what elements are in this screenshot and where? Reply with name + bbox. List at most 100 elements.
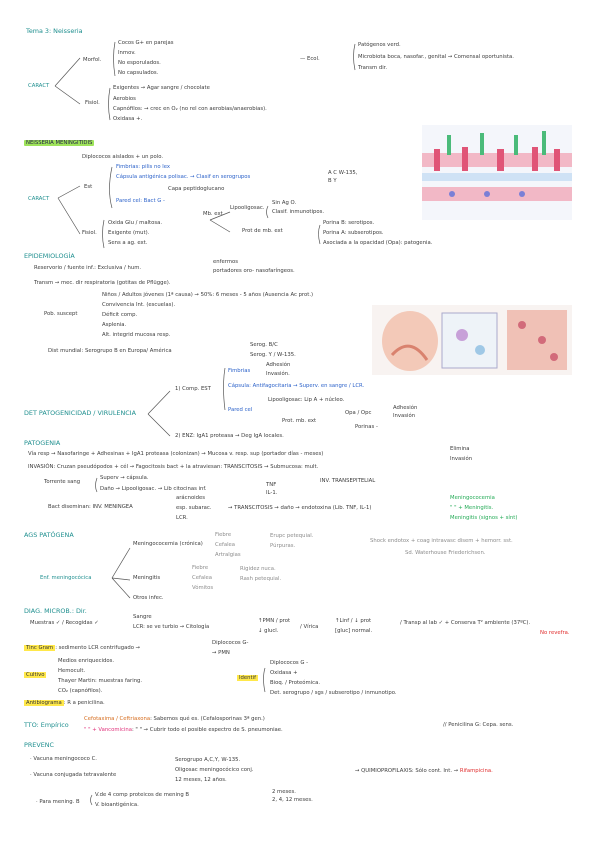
epi-pob-item: Niños / Adultos jóvenes (1ª causa) → 50%… xyxy=(102,292,314,298)
det-capsula: Cápsula: Antifagocitaria → Superv. en sa… xyxy=(228,383,365,389)
nm-capsula: Cápsula antigénica polisac. → Clasif en … xyxy=(116,174,251,180)
tto-penicilina: // Penicilina G: Cepa. sens. xyxy=(443,722,514,728)
diag-identif-item: Oxidasa + xyxy=(270,670,298,676)
epi-pob-item: Alt. integrid mucosa resp. xyxy=(102,332,171,338)
ecol-item: Patógenos verd. xyxy=(358,42,401,48)
epi-dist: Dist mundial: Serogrupo B en Europa/ Amé… xyxy=(48,348,172,354)
page-title: Tema 3: Neisseria xyxy=(26,27,83,35)
pato-torrente: Torrente sang xyxy=(44,479,81,485)
epi-dist-item: Serog. B/C xyxy=(250,342,278,348)
nm-header: NEISSERIA MENINGITIDIS xyxy=(24,140,95,146)
diag-identif-item: Bioq. / Proteómica. xyxy=(270,680,320,686)
epi-transm: Transm → mec. dir respiratoria (gotitas … xyxy=(34,280,171,286)
fisiol-label: Fisiol. xyxy=(85,100,100,106)
agpat-meningitis-item: Cefalea xyxy=(192,575,213,581)
agpat-meningococ-right: Erupc petequial. xyxy=(270,533,314,539)
diag-tincion: Tinc Gram: sedimento LCR centrifugado → xyxy=(24,645,141,651)
fisiol-item: Aerobios xyxy=(113,96,136,102)
morfol-label: Morfol. xyxy=(83,57,102,63)
pato-tnf: IL-1. xyxy=(266,490,278,496)
pato-bact-item: LCR. xyxy=(176,515,188,521)
ecol-label: — Ecol. xyxy=(300,56,320,62)
nm-fisiol-item: Exigente (mut). xyxy=(108,230,150,236)
epi-reservorio-item: portadores oro- nasofaríngeos. xyxy=(213,268,295,274)
nm-lipo-item: Sin Ag O. xyxy=(272,200,297,206)
diag-sangre: Sangre xyxy=(133,614,152,620)
epi-reservorio: Reservorio / fuente inf.: Exclusiva / hu… xyxy=(34,265,142,271)
diag-antibio: Antibiograma: R a penicilina. xyxy=(24,700,105,706)
pato-tnf: TNF xyxy=(266,482,277,488)
prev-header: PREVENC xyxy=(24,741,54,749)
nm-mbext: Mb. ext xyxy=(203,211,223,217)
nm-lipo: Lipooligosac. xyxy=(230,205,265,211)
morfol-item: Inmov. xyxy=(118,50,136,56)
fisiol-item: Exigentes → Agar sangre / chocolate xyxy=(113,85,210,91)
pato-line1: Vía resp → Nasofaringe + Adhesinas + IgA… xyxy=(28,451,324,457)
diag-identif-item: Det. serogrupo / sgs / subserotipo / inm… xyxy=(270,690,397,696)
agpat-meningitis: Meningitis xyxy=(133,575,161,581)
cell-wall-figure xyxy=(422,125,572,220)
pato-dano: Daño → Lipooligosac. → Lib citocinas inf… xyxy=(100,486,207,492)
pato-inv-trans: INV. TRANSEPITELIAL xyxy=(320,478,376,484)
diag-cultivo-item: Thayer Martin: muestras faring. xyxy=(58,678,143,684)
diag-cultivo: Cultivo xyxy=(24,672,47,678)
agpat-meningitis-right: Rash petequial. xyxy=(240,576,282,582)
det-lipo: Lipooligosac: Lip A + núcleo. xyxy=(268,397,345,403)
det-enz: 2) ENZ: IgA1 proteasa → Deg IgA locales. xyxy=(175,433,284,439)
det-prot: Prot. mb. ext xyxy=(282,418,317,424)
nm-fimbrias: Fimbrias: pilis no lex xyxy=(116,164,171,170)
det-fimbrias: Fimbrias xyxy=(228,368,251,374)
agpat-meningitis-item: Fiebre xyxy=(192,565,209,571)
agpat-meningitis-item: Vómitos xyxy=(192,585,214,591)
fisiol-item: Capnófilos: → crec en O₂ (no rel con aer… xyxy=(113,106,267,112)
morfol-item: No capsulados. xyxy=(118,70,159,76)
det-comp-est: 1) Comp. EST xyxy=(175,386,211,392)
epi-dist-item: Serog. Y / W-135. xyxy=(250,352,296,358)
prev-vac2-item: Oligosac meningocócico conj. xyxy=(175,767,254,773)
pato-bact-item: arácnoides xyxy=(176,495,206,501)
det-fim-item: Invasión. xyxy=(266,371,290,377)
agpat-meningococ-item: Artralgias xyxy=(215,552,241,558)
pato-meningo: " " + Meningitis. xyxy=(450,505,494,511)
nm-serogroups-2: B Y xyxy=(328,178,337,184)
prev-quimio: → QUIMIOPROFILAXIS: Sólo cont. Int. → Ri… xyxy=(355,768,493,774)
pato-bact: Bact diseminan: INV. MENINGEA xyxy=(48,504,133,510)
det-header: DET PATOGENICIDAD / VIRULENCIA xyxy=(24,409,136,417)
agpat-header: AGS PATÓGENA xyxy=(24,531,74,539)
diag-transp: / Transp al lab ✓ + Conserva T² ambiente… xyxy=(400,620,531,626)
det-opa: Opa / Opc xyxy=(345,410,372,416)
caract-label: CARACT xyxy=(28,83,50,89)
nm-fisiol-item: Oxida Glu / maltosa. xyxy=(108,220,163,226)
nm-protmb: Prot de mb. ext xyxy=(242,228,283,234)
epi-pob-item: Asplenia. xyxy=(102,322,127,328)
pato-transcitosis: → TRANSCITOSIS → daño → endotoxina (Lib.… xyxy=(228,505,372,511)
agpat-shock2: Sd. Waterhouse Friederichsen. xyxy=(405,550,486,556)
det-pared: Pared cel xyxy=(228,407,253,413)
det-porinas: Porinas - xyxy=(355,424,378,430)
diag-cultivo-item: Medios enriquecidos. xyxy=(58,658,115,664)
det-opa-item: Adhesión xyxy=(393,405,418,411)
nm-capa: Capa peptidoglucano xyxy=(168,186,225,192)
pato-line2: INVASIÓN: Cruzan pseudópodos + cél → Fag… xyxy=(28,464,319,470)
epi-pob-item: Déficit comp. xyxy=(102,312,138,318)
nm-fisiol-label: Fisiol. xyxy=(82,230,97,236)
pato-meningo: Meningococemia xyxy=(450,495,495,501)
pato-header: PATOGENIA xyxy=(24,439,61,447)
prev-vac3: · Para mening. B xyxy=(36,799,80,805)
prev-vac2: · Vacuna conjugada tetravalente xyxy=(30,772,117,778)
prev-vac3-dose: 2, 4, 12 meses. xyxy=(272,797,313,803)
nm-diplo: Diplococos aislados + un polo. xyxy=(82,154,164,160)
diag-muestras: Muestras ✓ / Recogidas ✓ xyxy=(30,620,99,626)
pato-superv: Superv → cápsula. xyxy=(100,475,149,481)
agpat-meningococ-item: Fiebre xyxy=(215,532,232,538)
nm-est-label: Est xyxy=(84,184,93,190)
agpat-meningococ-item: Cefalea xyxy=(215,542,236,548)
morfol-item: No esporulados. xyxy=(118,60,161,66)
diag-identif: Identif xyxy=(237,675,258,681)
diag-tincion-item: Diplococos G- xyxy=(212,640,249,646)
diag-tincion-item: → PMN xyxy=(212,650,230,656)
epi-header: EPIDEMIOLOGÍA xyxy=(24,252,75,260)
prev-vac3-item: V. bioantigénica. xyxy=(95,802,139,808)
